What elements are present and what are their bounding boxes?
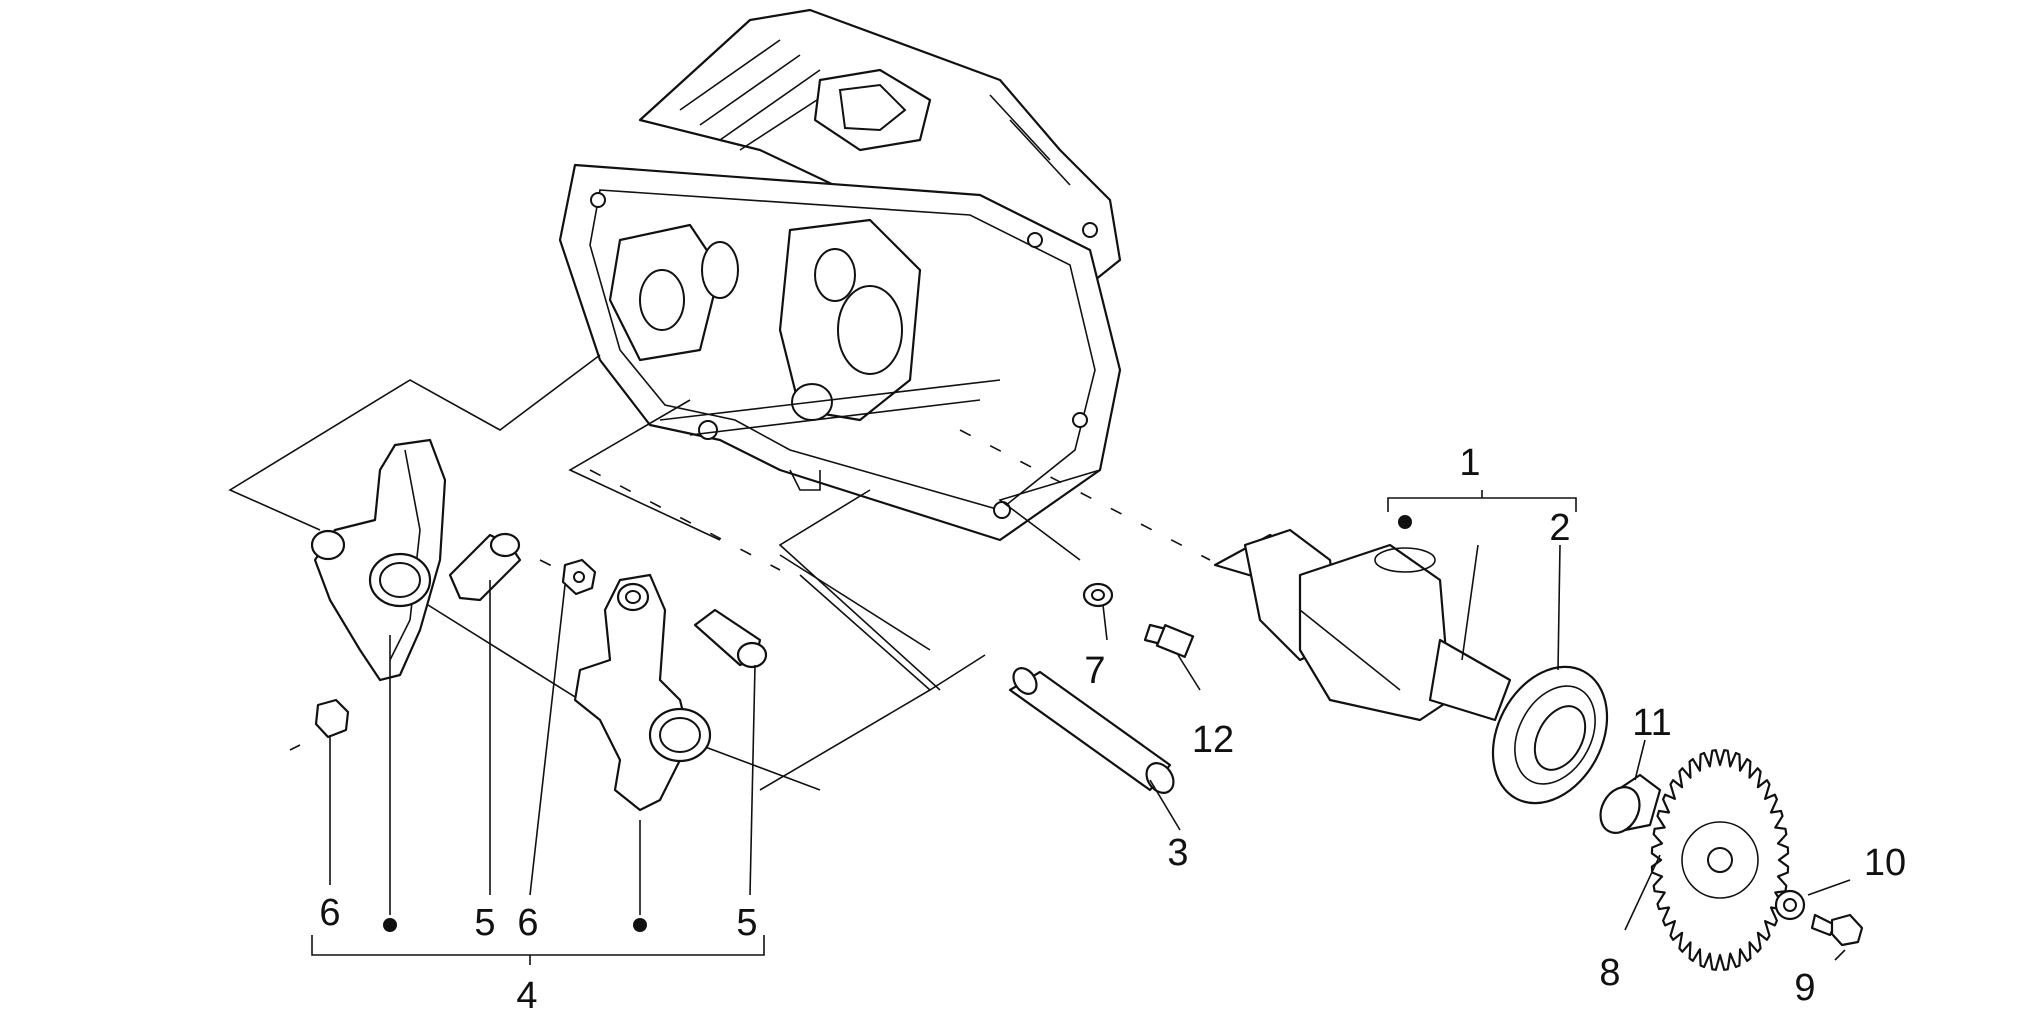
camshaft xyxy=(1213,528,1512,722)
assembly-dot-4a xyxy=(383,918,397,932)
callout-4: 4 xyxy=(516,975,537,1015)
callouts: 1 2 3 4 5 5 6 6 7 8 9 10 11 12 xyxy=(319,442,1906,1015)
bolt-12 xyxy=(1143,623,1195,658)
leader-lines xyxy=(289,490,1851,965)
callout-11: 11 xyxy=(1632,702,1671,744)
callout-3: 3 xyxy=(1167,832,1188,874)
nut-left xyxy=(314,698,350,739)
callout-7: 7 xyxy=(1084,650,1105,692)
assembly-lines xyxy=(228,354,1101,791)
spacer xyxy=(1599,773,1662,834)
callout-1: 1 xyxy=(1459,442,1480,484)
callout-2: 2 xyxy=(1549,507,1570,549)
washer-10 xyxy=(1774,889,1806,921)
axis-lines xyxy=(539,429,1211,591)
cylinder-head xyxy=(558,8,1122,542)
callout-5-right: 5 xyxy=(736,902,757,944)
adjuster-screw-right xyxy=(693,608,768,669)
callout-6-right: 6 xyxy=(517,902,538,944)
assembly-dot-4b xyxy=(633,918,647,932)
callout-10: 10 xyxy=(1864,842,1906,884)
callout-12: 12 xyxy=(1192,719,1234,761)
callout-5-left: 5 xyxy=(474,902,495,944)
bearing xyxy=(1491,665,1609,805)
callout-8: 8 xyxy=(1599,952,1620,994)
callout-6-left: 6 xyxy=(319,892,340,934)
nut-right xyxy=(561,558,597,596)
assembly-dot-1 xyxy=(1398,515,1412,529)
washer-7 xyxy=(1082,582,1114,608)
adjuster-screw-left xyxy=(448,532,522,602)
rocker-arm-right xyxy=(573,573,712,812)
rocker-arm-left xyxy=(310,438,447,682)
bolt-9 xyxy=(1810,913,1864,947)
sprocket xyxy=(1650,749,1790,971)
callout-9: 9 xyxy=(1794,967,1815,1009)
